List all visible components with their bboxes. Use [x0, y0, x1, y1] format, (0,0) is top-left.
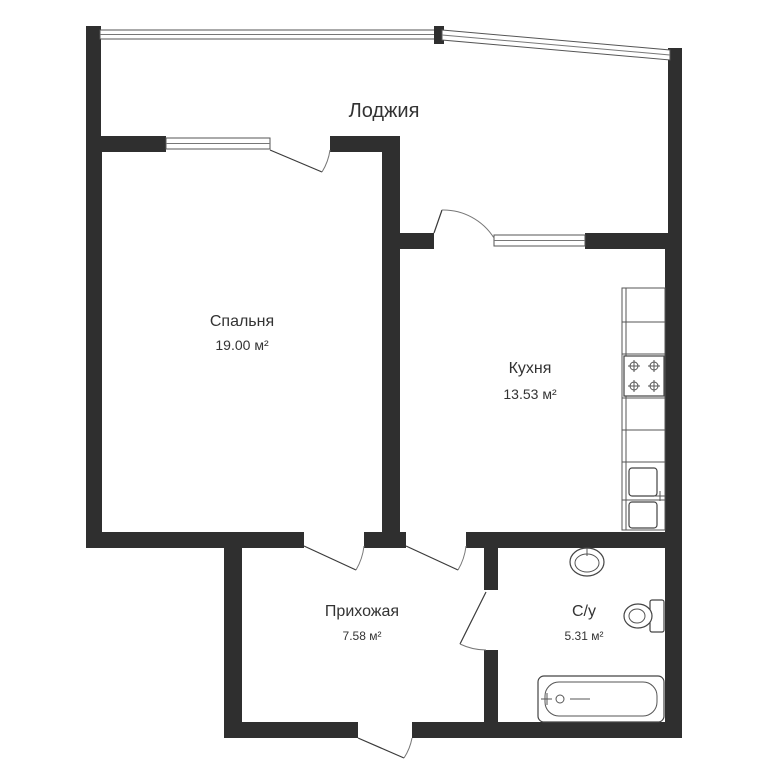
- bathroom-name: С/у: [572, 603, 596, 620]
- windows: [99, 26, 671, 247]
- hallway-bottom-wall-left: [224, 722, 358, 738]
- door-bathroom: [459, 591, 487, 651]
- bath-partition-bottom: [484, 650, 498, 738]
- loggia-corner-post: [434, 26, 444, 44]
- loggia-name: Лоджия: [349, 100, 420, 122]
- kitchen-counter: [621, 287, 666, 531]
- kitchen-name: Кухня: [509, 360, 552, 377]
- bedroom-bottom-wall-right: [364, 532, 406, 548]
- right-outer-wall: [665, 233, 682, 738]
- kitchen-top-wall-right: [585, 233, 682, 249]
- loggia-right-wall: [668, 48, 682, 248]
- bedroom-left-wall: [86, 136, 102, 548]
- toilet-icon: [623, 599, 665, 633]
- bottom-wall-right: [412, 722, 682, 738]
- door-bedroom-loggia: [269, 149, 331, 173]
- room-labels: Лоджия Спальня 19.00 м² Кухня 13.53 м² П…: [210, 100, 604, 643]
- bath-partition-top: [484, 532, 498, 590]
- loggia-window-right: [441, 29, 671, 61]
- door-bedroom-hallway: [303, 545, 365, 571]
- kitchen-window: [493, 234, 586, 247]
- door-kitchen-loggia: [433, 209, 495, 239]
- bedroom-bottom-wall: [86, 532, 304, 548]
- hallway-left-wall: [224, 532, 242, 738]
- loggia-left-wall: [86, 26, 101, 150]
- loggia-window-left: [99, 29, 439, 40]
- stove-icon: [623, 355, 665, 397]
- hallway-area: 7.58 м²: [343, 629, 382, 643]
- kitchen-worktop: [621, 287, 666, 531]
- door-kitchen-hallway: [405, 545, 467, 571]
- bedroom-area: 19.00 м²: [215, 337, 269, 353]
- kitchen-area: 13.53 м²: [503, 386, 557, 402]
- bedroom-top-wall-left: [86, 136, 166, 152]
- bathroom-area: 5.31 м²: [565, 629, 604, 643]
- bedroom-window: [165, 137, 271, 150]
- washbasin-icon: [569, 547, 605, 577]
- kitchen-bottom-wall: [466, 532, 682, 548]
- bathtub-icon: [537, 675, 665, 723]
- sink-icon: [628, 467, 665, 529]
- bedroom-kitchen-partition: [382, 136, 400, 548]
- hallway-name: Прихожая: [325, 603, 399, 620]
- walls: [86, 26, 682, 738]
- kitchen-top-wall-left: [382, 233, 434, 249]
- door-entrance: [357, 737, 413, 759]
- doors: [269, 149, 495, 759]
- bedroom-name: Спальня: [210, 313, 274, 330]
